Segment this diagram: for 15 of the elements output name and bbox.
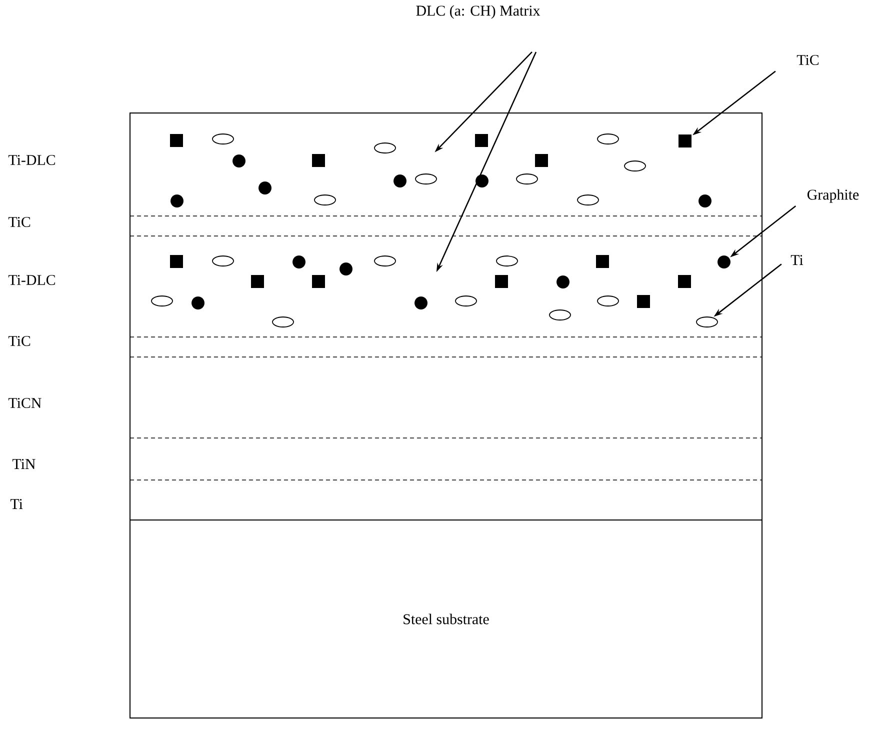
layer-label: Ti-DLC <box>8 274 55 285</box>
layer-label: TiCN <box>8 398 42 408</box>
layer-label: TiN <box>12 459 36 469</box>
callout-label: Ti <box>790 255 804 265</box>
layer-label: TiC <box>8 336 30 346</box>
particle-square <box>678 134 692 148</box>
callout-label: Graphite <box>807 189 859 203</box>
particle-dot <box>718 256 730 268</box>
substrate-box: Steel substrate <box>130 520 762 718</box>
layer-label: Ti-DLC <box>8 154 55 166</box>
layer-label: TiC <box>8 216 30 228</box>
callout-label: TiC <box>796 54 819 66</box>
layer-label: Ti <box>10 499 23 509</box>
callout-label: DLC (a: CH) Matrix <box>416 5 540 19</box>
particle-ellipse <box>696 316 718 328</box>
